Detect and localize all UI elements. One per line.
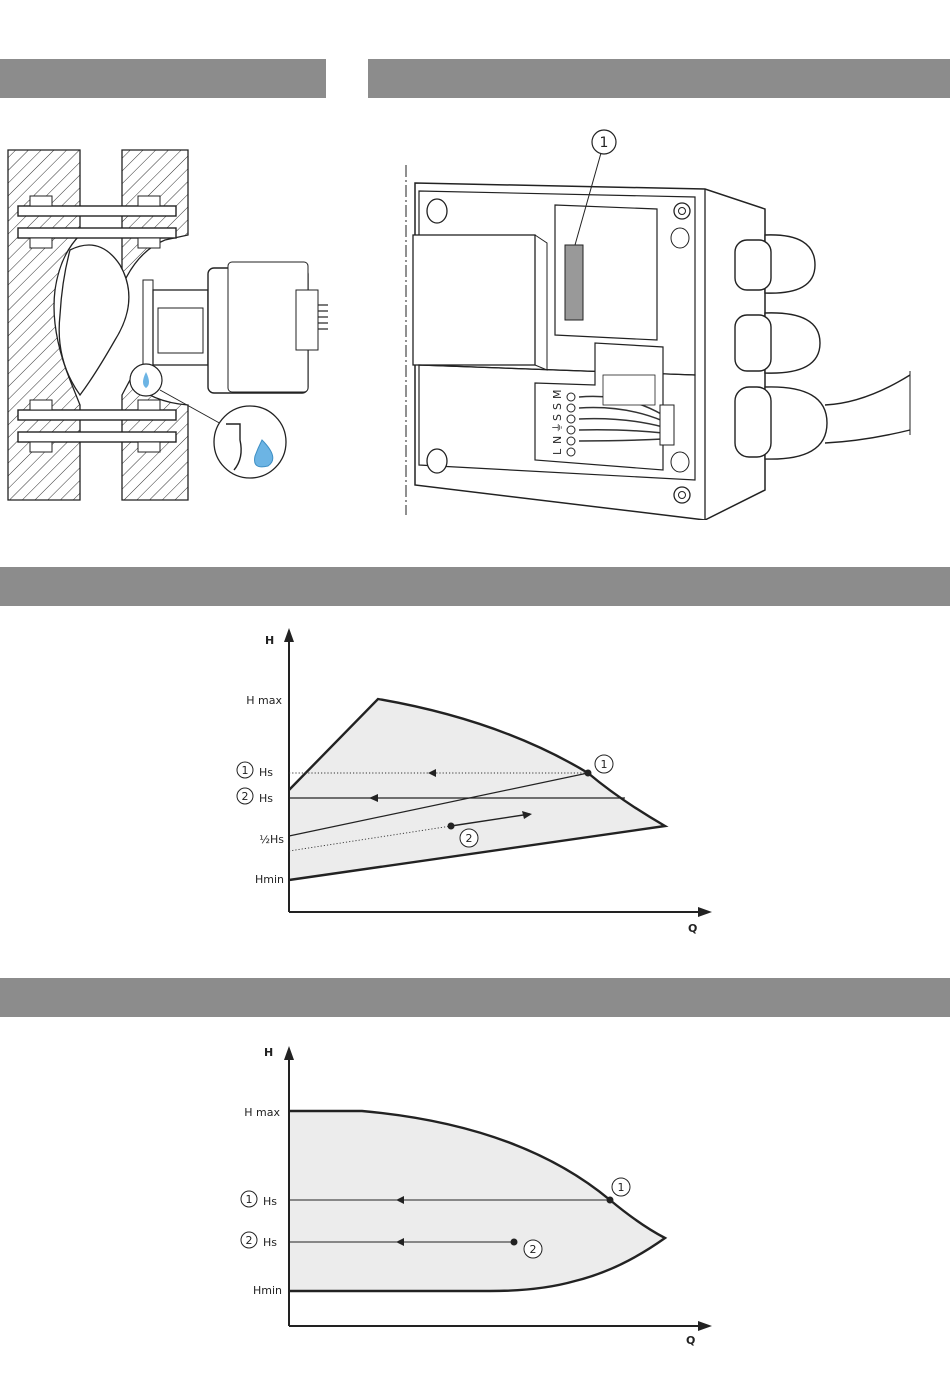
chart1-y-axis-label: H	[265, 634, 274, 647]
chart2-point-2: 2	[530, 1243, 537, 1256]
terminal-label-l: L	[551, 448, 564, 455]
pump-installation-figure	[0, 140, 330, 520]
header-band-chart1	[0, 567, 950, 606]
header-band-chart2	[0, 978, 950, 1017]
chart1-label-hs2: Hs	[259, 792, 273, 805]
header-band-left	[0, 59, 326, 98]
chart2-label-hmin: Hmin	[253, 1284, 282, 1297]
header-band-right	[368, 59, 950, 98]
chart1-label-hs1-num: 1	[242, 764, 249, 777]
terminal-label-s2: S	[551, 403, 564, 410]
chart2-label-hs1-num: 1	[246, 1193, 253, 1206]
head-flow-chart-variable: H Q H max 1 Hs 2 Hs ½Hs Hmin 1 2	[0, 610, 950, 950]
terminal-label-m: M	[551, 390, 564, 400]
chart1-label-hmin: Hmin	[255, 873, 284, 886]
chart1-label-hs2-num: 2	[242, 790, 249, 803]
chart2-label-hs2-num: 2	[246, 1234, 253, 1247]
chart2-label-hs2: Hs	[263, 1236, 277, 1249]
callout-1: 1	[600, 135, 609, 151]
chart2-y-axis-label: H	[264, 1046, 273, 1059]
chart2-label-hmax: H max	[244, 1106, 280, 1119]
terminal-label-s1: S	[551, 414, 564, 421]
chart1-label-halfhs: ½Hs	[259, 833, 284, 846]
chart2-point-1: 1	[618, 1181, 625, 1194]
head-flow-chart-constant: H Q H max 1 Hs 2 Hs Hmin 1 2	[0, 1030, 950, 1355]
chart1-label-hs1: Hs	[259, 766, 273, 779]
terminal-box-figure: L N ⏚ S S M 1	[395, 125, 920, 520]
chart2-x-axis-label: Q	[686, 1334, 695, 1347]
chart1-label-hmax: H max	[246, 694, 282, 707]
chart1-point-1: 1	[601, 758, 608, 771]
chart1-point-2: 2	[466, 832, 473, 845]
chart1-x-axis-label: Q	[688, 922, 697, 935]
terminal-label-n: N	[551, 436, 564, 444]
chart2-label-hs1: Hs	[263, 1195, 277, 1208]
terminal-label-pe: ⏚	[551, 422, 564, 433]
